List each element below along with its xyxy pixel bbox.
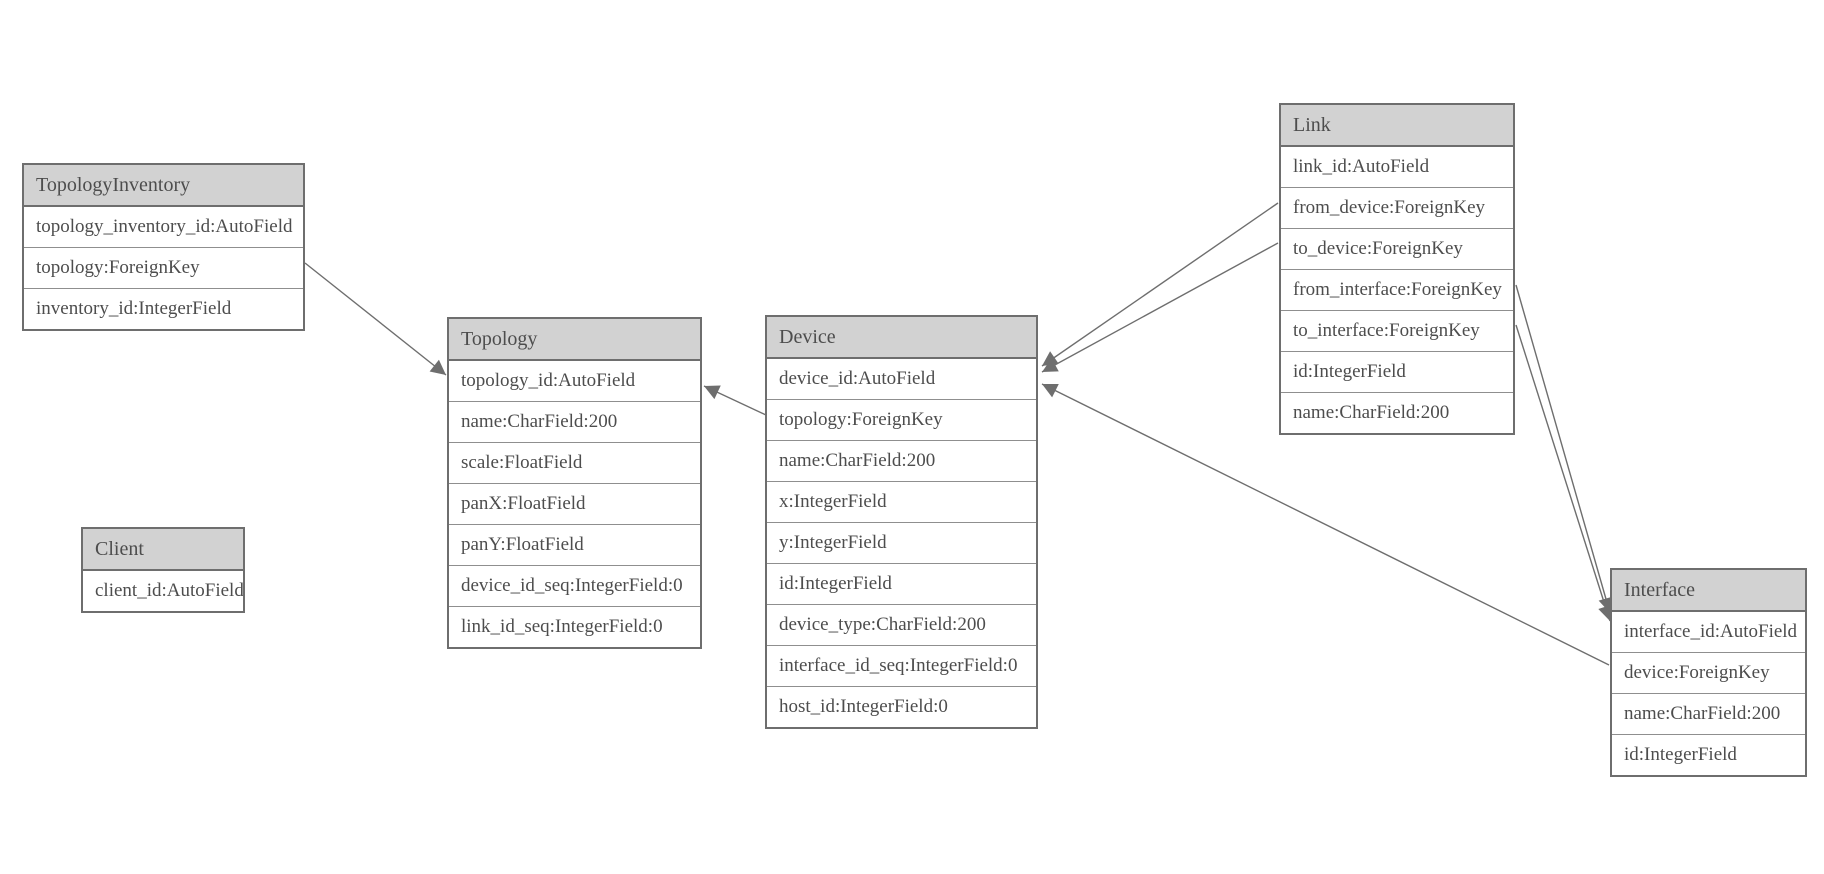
entity-device: Device device_id:AutoField topology:Foreig… xyxy=(765,315,1038,729)
edge-link-from_interface-to-interface-interface_id xyxy=(1515,284,1614,614)
field-row: panX:FloatField xyxy=(449,483,700,524)
field-row: device_type:CharField:200 xyxy=(767,604,1036,645)
entity-link: Link link_id:AutoField from_device:Foreign… xyxy=(1279,103,1515,435)
field-row: to_device:ForeignKey xyxy=(1281,228,1513,269)
field-row: scale:FloatField xyxy=(449,442,700,483)
entity-header: Link xyxy=(1281,105,1513,147)
field-row: link_id_seq:IntegerField:0 xyxy=(449,606,700,647)
field-row: topology:ForeignKey xyxy=(767,399,1036,440)
field-row: id:IntegerField xyxy=(767,563,1036,604)
edge-link-from_device-to-device-device_id xyxy=(1041,202,1279,367)
entity-topology: Topology topology_id:AutoField name:CharFi… xyxy=(447,317,702,649)
field-row: client_id:AutoField xyxy=(95,580,243,601)
field-row: device_id_seq:IntegerField:0 xyxy=(449,565,700,606)
field-row: topology_inventory_id:AutoField xyxy=(36,216,293,237)
edge-link-to_interface-to-interface-interface_id xyxy=(1515,324,1613,622)
field-row: panY:FloatField xyxy=(449,524,700,565)
field-row: topology:ForeignKey xyxy=(24,247,303,288)
field-row: id:IntegerField xyxy=(1612,734,1805,775)
field-row: name:CharField:200 xyxy=(1281,392,1513,433)
field-row: interface_id_seq:IntegerField:0 xyxy=(767,645,1036,686)
field-row: name:CharField:200 xyxy=(449,401,700,442)
field-row: link_id:AutoField xyxy=(1293,156,1430,177)
edge-device-topology-to-topology-topology_id xyxy=(703,385,767,416)
field-row: topology_id:AutoField xyxy=(461,370,636,391)
field-row: id:IntegerField xyxy=(1281,351,1513,392)
entity-header: TopologyInventory xyxy=(24,165,303,207)
field-row: device_id:AutoField xyxy=(779,368,936,389)
field-row: name:CharField:200 xyxy=(1612,693,1805,734)
edge-topologyinventory-topology-to-topology-topology_id xyxy=(304,262,447,376)
field-row: x:IntegerField xyxy=(767,481,1036,522)
field-row: inventory_id:IntegerField xyxy=(24,288,303,329)
field-row: host_id:IntegerField:0 xyxy=(767,686,1036,727)
entity-client: Client client_id:AutoField xyxy=(81,527,245,613)
field-row: device:ForeignKey xyxy=(1612,652,1805,693)
edge-link-to_device-to-device-device_id xyxy=(1041,242,1279,373)
entity-header: Interface xyxy=(1612,570,1805,612)
entity-header: Device xyxy=(767,317,1036,359)
field-row: from_device:ForeignKey xyxy=(1281,187,1513,228)
entity-header: Client xyxy=(83,529,243,571)
field-row: y:IntegerField xyxy=(767,522,1036,563)
field-row: from_interface:ForeignKey xyxy=(1281,269,1513,310)
entity-topologyinventory: TopologyInventory topology_inventory_id:A… xyxy=(22,163,305,331)
field-row: to_interface:ForeignKey xyxy=(1281,310,1513,351)
field-row: name:CharField:200 xyxy=(767,440,1036,481)
entity-header: Topology xyxy=(449,319,700,361)
field-row: interface_id:AutoField xyxy=(1624,621,1798,642)
entity-interface: Interface interface_id:AutoField device:Fo… xyxy=(1610,568,1807,777)
